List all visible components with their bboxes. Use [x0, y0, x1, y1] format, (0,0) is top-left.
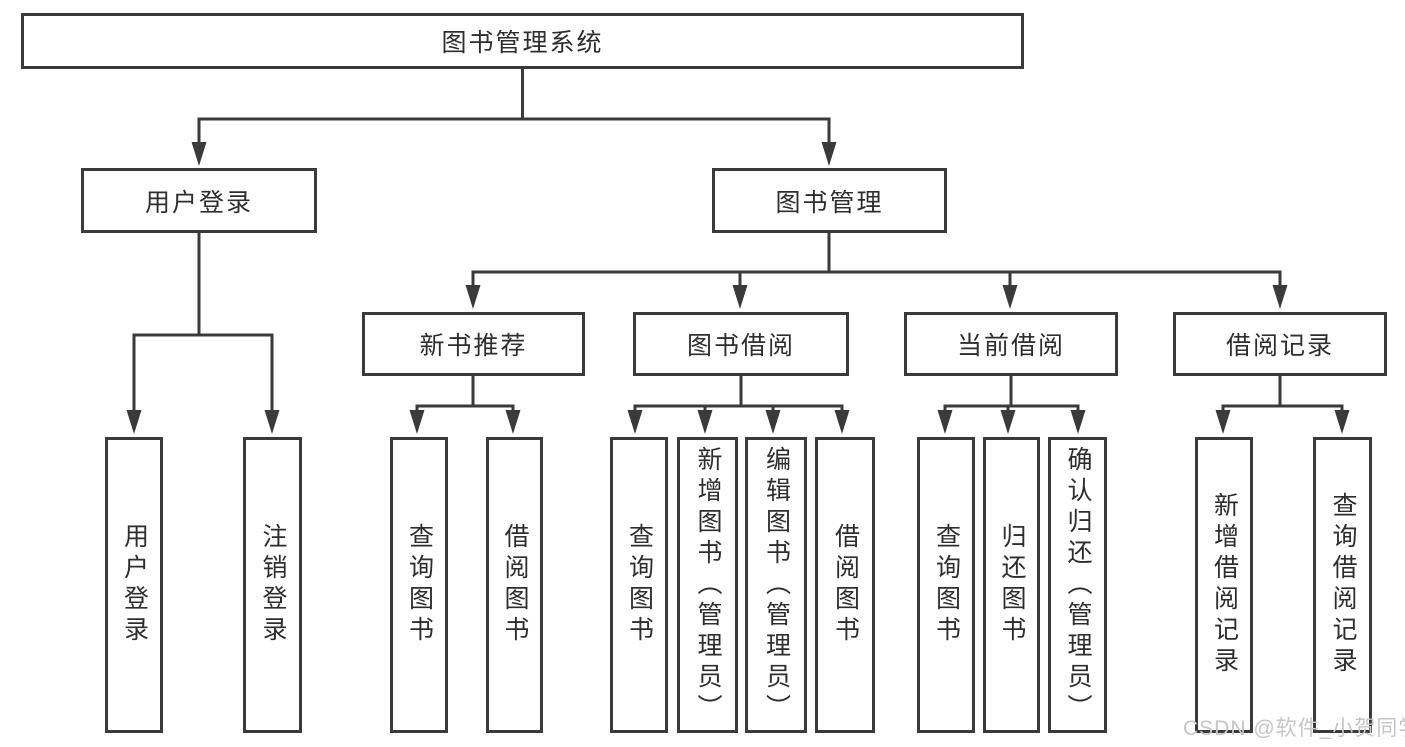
node-book-borrow-label: 图书借阅	[686, 332, 795, 360]
arrowhead	[191, 142, 207, 166]
leaf-query-books-borrow-label: 查询图书	[625, 523, 654, 647]
leaf-query-borrow-record-label: 查询借阅记录	[1329, 492, 1357, 678]
leaf-logout: 注销登录	[243, 437, 302, 733]
leaf-add-borrow-record: 新增借阅记录	[1195, 437, 1253, 733]
connector-book-borrow	[633, 376, 844, 416]
arrowhead	[264, 410, 280, 434]
node-book-management: 图书管理	[712, 168, 947, 233]
node-borrow-records-label: 借阅记录	[1225, 332, 1334, 360]
arrowhead	[1334, 410, 1350, 434]
leaf-borrow-books-label: 借阅图书	[831, 523, 860, 647]
node-root: 图书管理系统	[21, 13, 1024, 69]
connector-borrow-records	[1221, 376, 1344, 416]
leaf-user-login-label: 用户登录	[120, 523, 149, 647]
arrowhead	[1215, 410, 1231, 434]
leaf-query-books-current-label: 查询图书	[932, 523, 961, 647]
leaf-edit-book-admin: 编辑图书（管理员）	[745, 437, 807, 733]
leaf-query-books-current: 查询图书	[917, 437, 975, 733]
arrowhead	[627, 410, 643, 434]
leaf-query-books-borrow: 查询图书	[610, 437, 668, 733]
arrowhead	[126, 410, 142, 434]
leaf-edit-book-admin-label: 编辑图书（管理员）	[762, 445, 791, 725]
leaf-add-book-admin: 新增图书（管理员）	[677, 437, 738, 733]
arrowhead	[1272, 285, 1288, 309]
leaf-confirm-return-admin: 确认归还（管理员）	[1048, 437, 1107, 733]
node-user-login: 用户登录	[81, 168, 317, 233]
leaf-borrow-books: 借阅图书	[815, 437, 875, 733]
node-new-book-recommend-label: 新书推荐	[419, 332, 528, 360]
arrowhead	[697, 410, 713, 434]
node-new-book-recommend: 新书推荐	[362, 312, 585, 376]
leaf-borrow-books-recommend-label: 借阅图书	[501, 523, 529, 647]
csdn-watermark: CSDN @软件_小贺同学	[1183, 717, 1405, 740]
node-root-label: 图书管理系统	[441, 29, 604, 57]
node-book-borrow: 图书借阅	[633, 312, 849, 376]
arrowhead	[1070, 410, 1086, 434]
leaf-query-borrow-record: 查询借阅记录	[1313, 437, 1372, 733]
connector-book-management	[471, 233, 1282, 291]
connector-user-login	[132, 233, 274, 416]
arrowhead	[1000, 410, 1016, 434]
connector-new-book	[415, 376, 515, 416]
node-book-management-label: 图书管理	[775, 188, 884, 217]
arrowhead	[765, 410, 781, 434]
arrowhead	[505, 410, 521, 434]
arrowhead	[409, 410, 425, 434]
node-current-borrow: 当前借阅	[904, 312, 1118, 376]
connector-root	[197, 69, 831, 148]
node-borrow-records: 借阅记录	[1173, 312, 1387, 376]
leaf-query-books-recommend: 查询图书	[390, 437, 448, 733]
leaf-add-borrow-record-label: 新增借阅记录	[1210, 492, 1239, 678]
leaf-query-books-recommend-label: 查询图书	[405, 523, 434, 647]
arrowhead	[821, 142, 837, 166]
leaf-return-book-label: 归还图书	[998, 523, 1026, 647]
leaf-borrow-books-recommend: 借阅图书	[486, 437, 543, 733]
leaf-add-book-admin-label: 新增图书（管理员）	[694, 445, 722, 725]
leaf-user-login: 用户登录	[105, 437, 163, 733]
arrowhead	[1002, 285, 1018, 309]
node-user-login-label: 用户登录	[144, 188, 253, 217]
leaf-confirm-return-admin-label: 确认归还（管理员）	[1064, 445, 1092, 725]
arrowhead	[834, 410, 850, 434]
leaf-logout-label: 注销登录	[259, 523, 287, 647]
node-current-borrow-label: 当前借阅	[956, 332, 1065, 360]
arrowhead	[937, 410, 953, 434]
arrowhead	[465, 285, 481, 309]
arrowhead	[732, 285, 748, 309]
leaf-return-book: 归还图书	[983, 437, 1040, 733]
